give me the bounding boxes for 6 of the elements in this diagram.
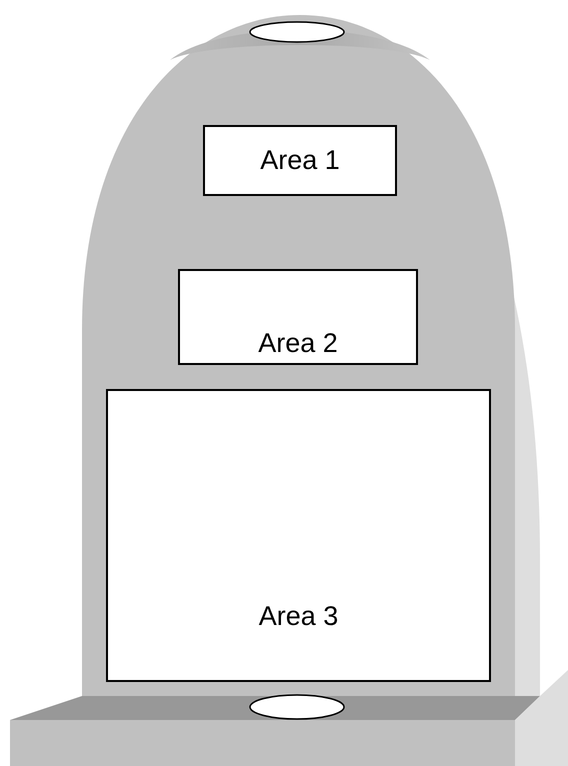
area-label: Area 3	[258, 600, 338, 634]
area-label: Area 1	[260, 144, 340, 177]
area-label: Area 2	[258, 327, 338, 360]
area-box	[106, 389, 491, 682]
area-box	[203, 125, 397, 196]
area-box	[178, 269, 418, 365]
